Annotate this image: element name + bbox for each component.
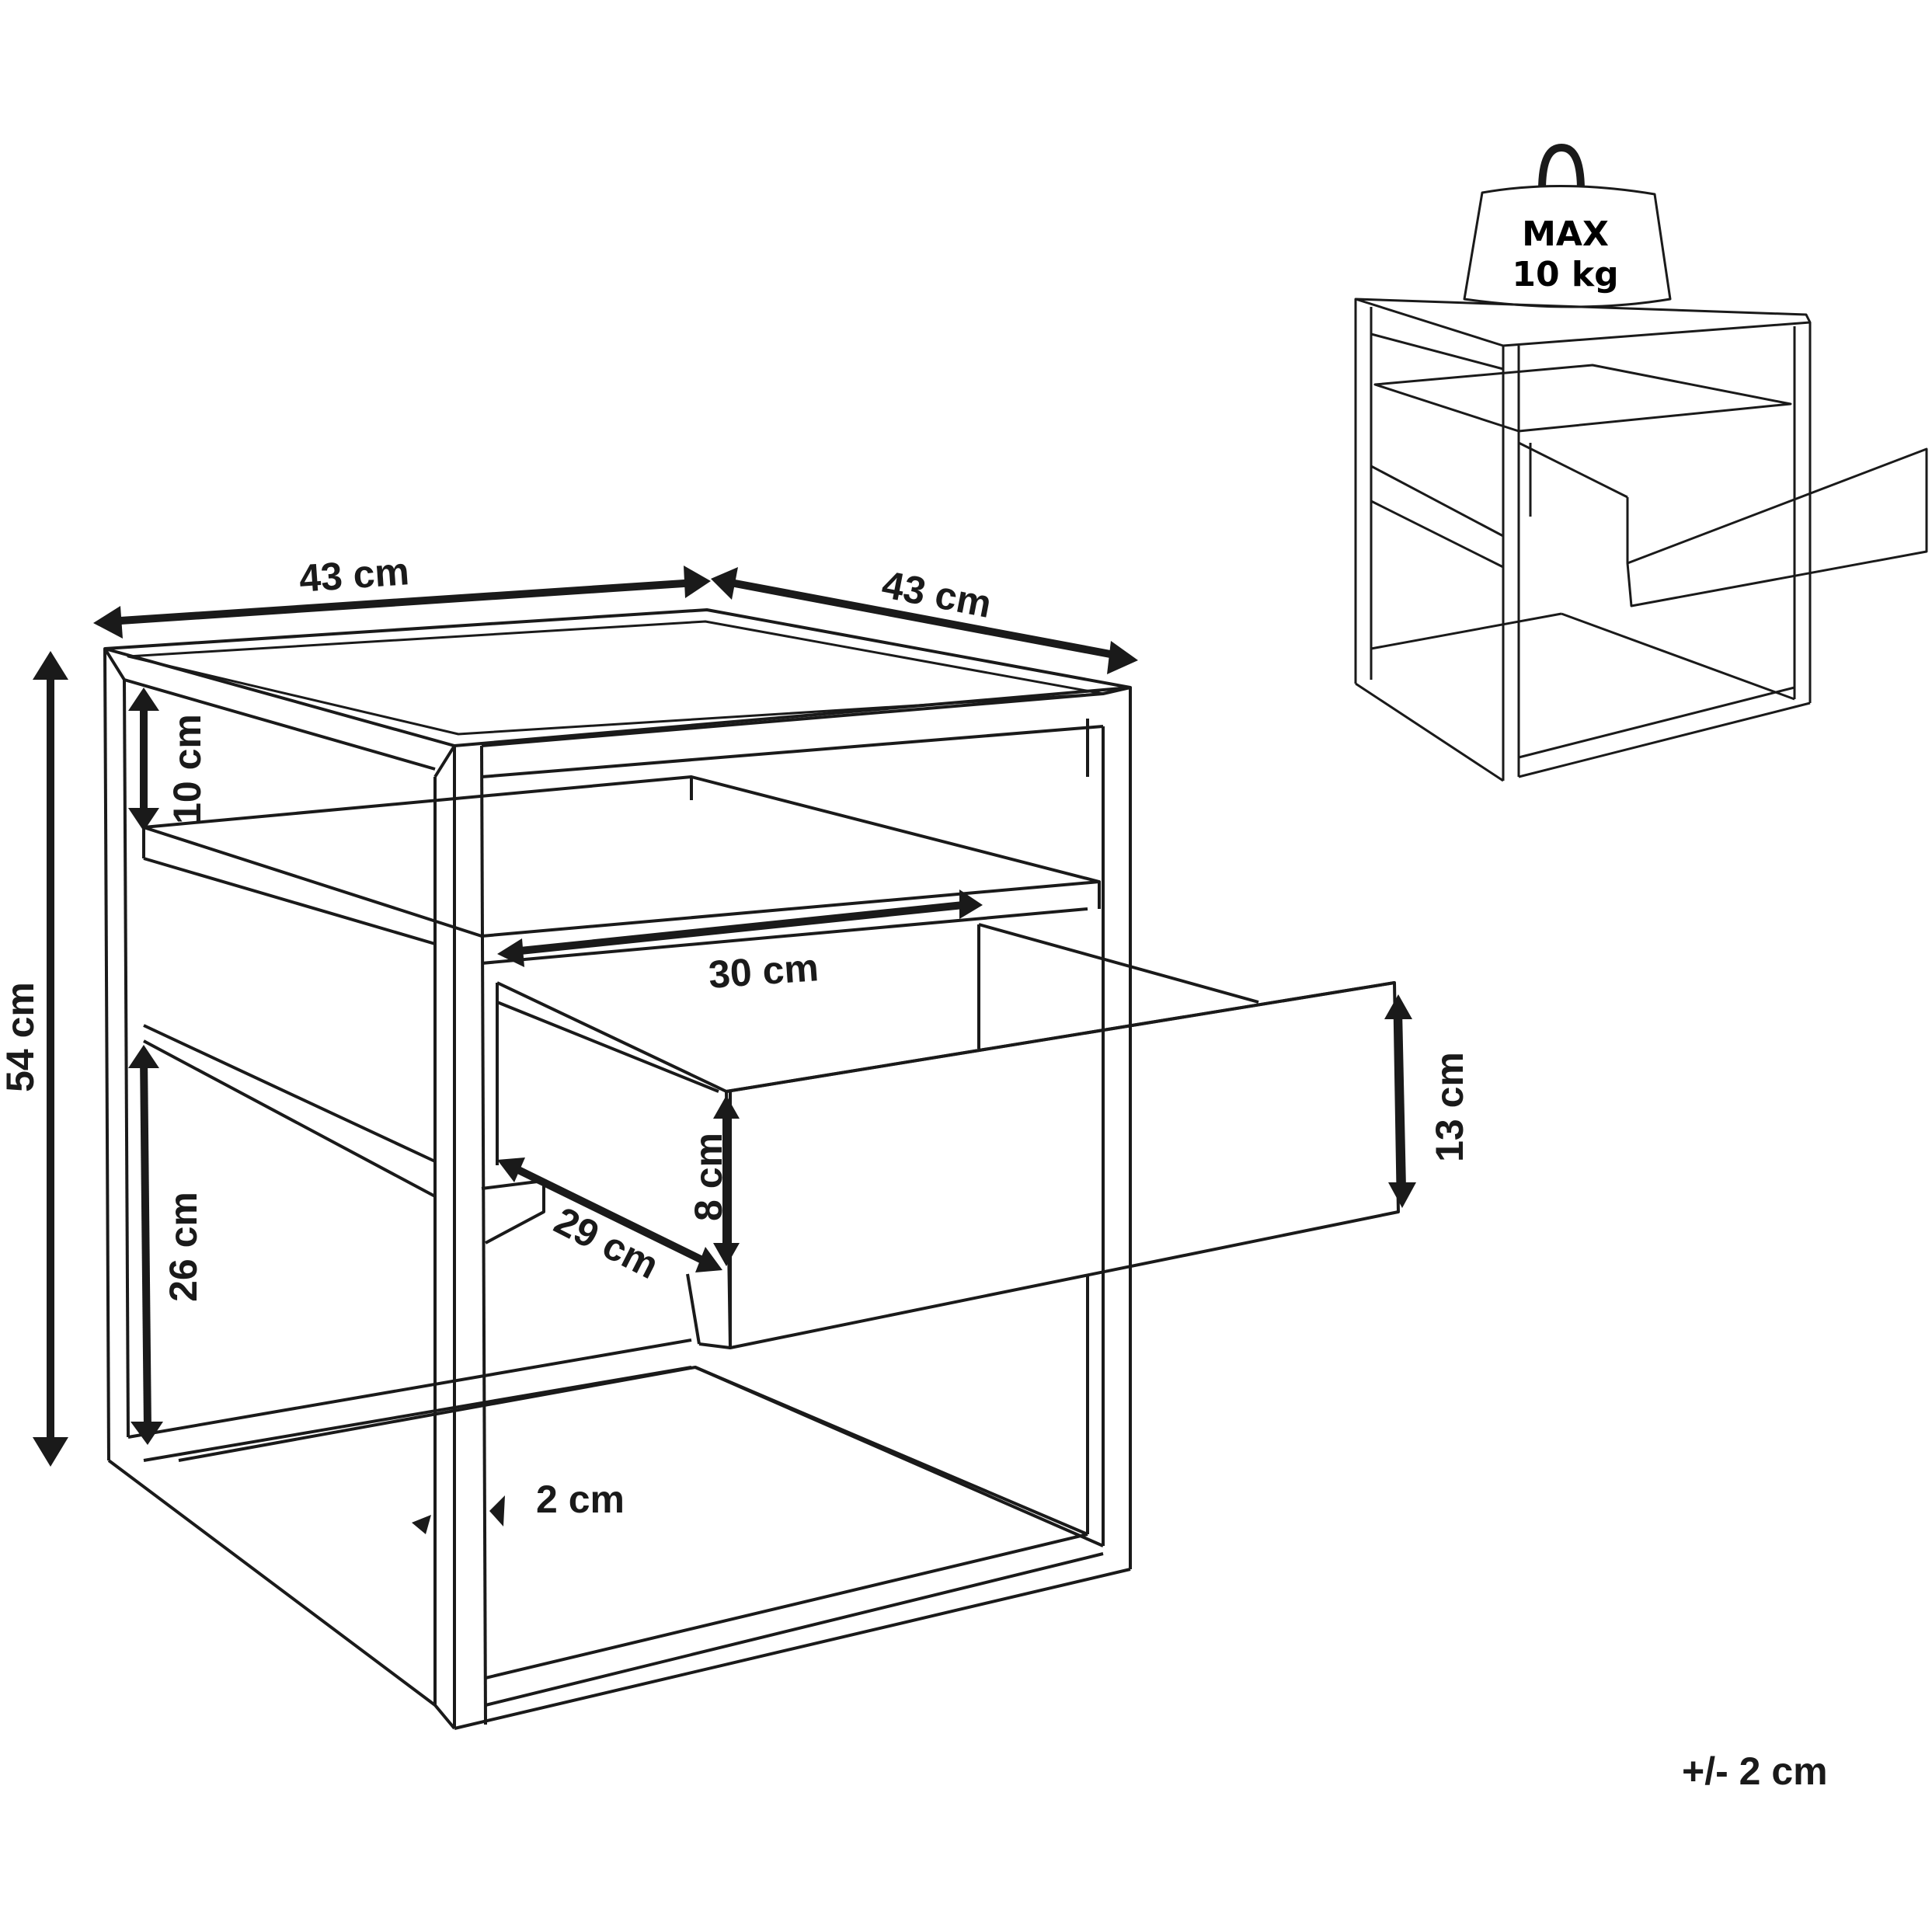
dimension-arrows xyxy=(33,566,1416,1534)
drawer xyxy=(481,923,1400,1349)
weight-label-kg: 10 kg xyxy=(1512,255,1619,294)
tolerance-note: +/- 2 cm xyxy=(1682,1749,1828,1793)
shelf xyxy=(142,775,1101,1198)
table-top xyxy=(103,608,1132,778)
frame-legs xyxy=(103,648,1132,1728)
dim-frame-thickness: 2 cm xyxy=(536,1478,625,1521)
weight-icon xyxy=(1463,144,1672,308)
bottom-frame xyxy=(107,1338,1131,1730)
small-table xyxy=(1354,298,1928,782)
weight-label-max: MAX xyxy=(1522,214,1609,254)
